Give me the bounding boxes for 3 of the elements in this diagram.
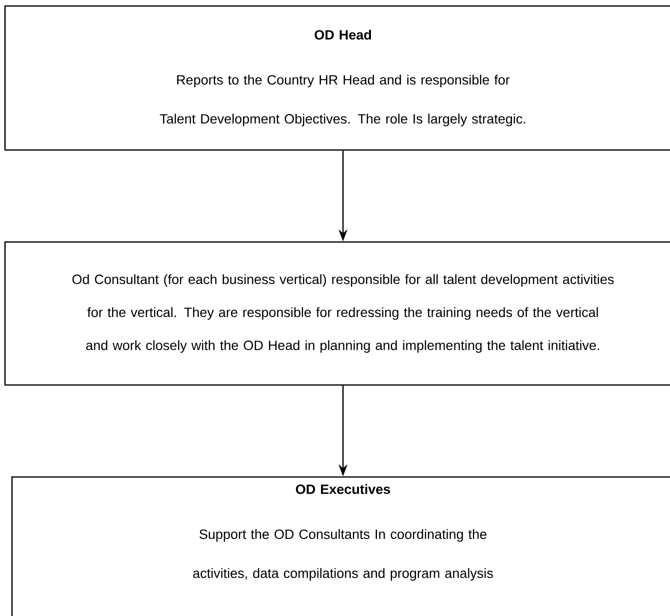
text-box: OD Executives Support the OD Consultants In coordinating the activities, data compilations and program analysis (11, 476, 670, 616)
text-box: OD Head Reports to the Country HR Head and is responsible for Talent Development Objectives. The role Is largely strategic. (4, 5, 670, 151)
text-box: Od Consultant (for each business vertical) responsible for all talent development activities for the vertical. They are responsible for redressing the training needs of the vertical and work closely with the OD Head in planning and implementing the talent initiative. (4, 241, 670, 386)
